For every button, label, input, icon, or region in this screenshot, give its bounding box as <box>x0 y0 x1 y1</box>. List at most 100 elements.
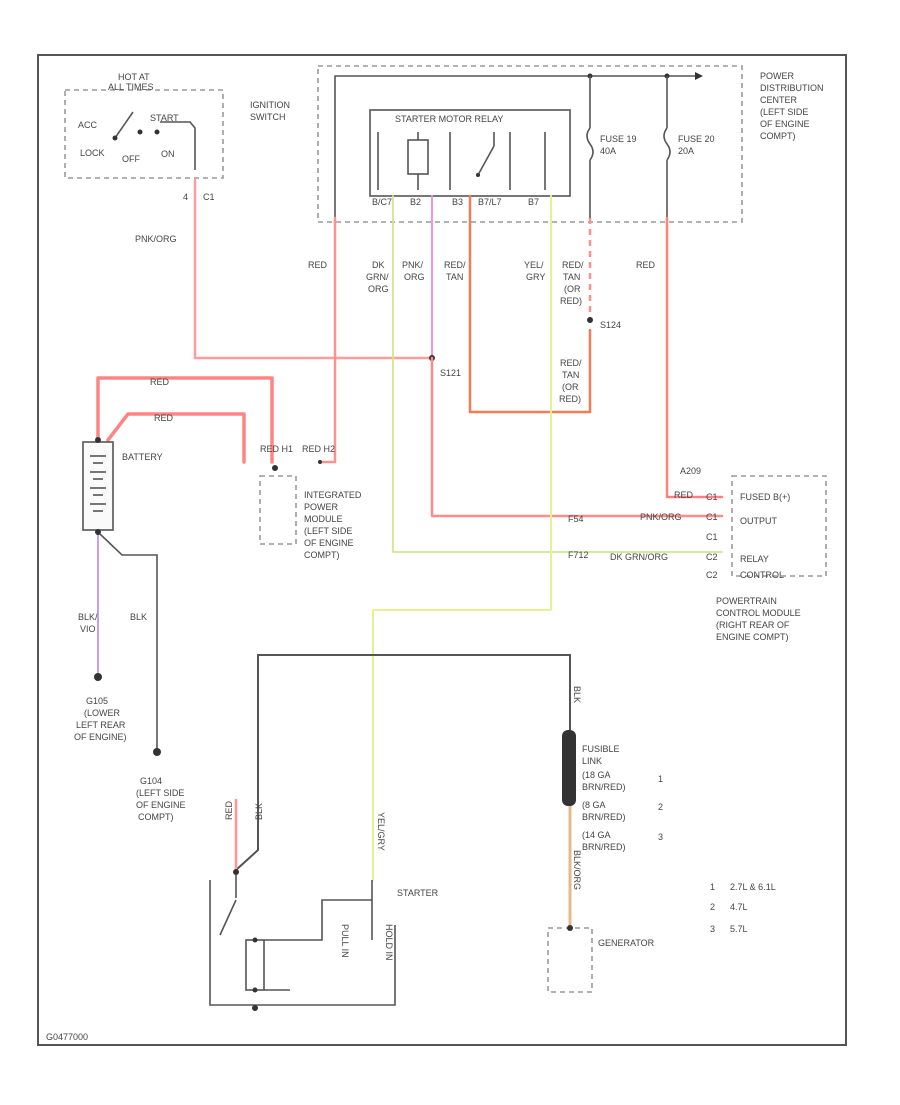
ipm-h1-label: RED H1 <box>260 444 293 454</box>
wire-battery-red-2 <box>106 412 246 464</box>
legend-num-2: 2 <box>710 902 715 912</box>
g105-label-2: (LOWER <box>84 708 121 718</box>
grounds: G105 (LOWER LEFT REAR OF ENGINE) G104 (L… <box>74 673 186 822</box>
pcm-title-2: CONTROL MODULE <box>716 608 801 618</box>
pcm-relay-label: RELAY <box>740 554 769 564</box>
wires: PNK/ORG RED DK GRN/ ORG PNK/ ORG S121 RE… <box>78 178 724 881</box>
fusible-title-3: (18 GA <box>582 770 611 780</box>
ignition-lock-label: LOCK <box>80 148 105 158</box>
starter-contact-arm <box>219 899 237 936</box>
relay-contact-arm <box>477 145 495 176</box>
pcm-output-label: OUTPUT <box>740 516 778 526</box>
g105-label-1: G105 <box>86 696 108 706</box>
wire-red-tan-loop <box>468 194 592 414</box>
wire-red-fuse20-to-pcm <box>665 216 724 499</box>
g104-label-1: G104 <box>140 776 162 786</box>
pdc-bus-bar <box>334 75 695 218</box>
relay-pin-1: B/C7 <box>372 197 392 207</box>
pdc-title-4: (LEFT SIDE <box>760 107 808 117</box>
wire-label-yelgry-2: GRY <box>526 272 545 282</box>
pcm-conn2-a: C2 <box>706 552 718 562</box>
figure-id: G0477000 <box>46 1032 88 1042</box>
ipm-title-2: POWER <box>304 502 339 512</box>
pcm-w2-label: F712 <box>568 550 589 560</box>
wire-label-starter-yelgry: YEL/GRY <box>376 812 386 851</box>
wire-label-red-fuse20: RED <box>636 260 656 270</box>
pcm-conn1-a: C1 <box>706 492 718 502</box>
ignition-off-label: OFF <box>122 154 140 164</box>
wire-dkgrn-org-relay-control <box>392 195 723 553</box>
wire-label-dkgrn-1: DK <box>372 260 385 270</box>
pcm-conn1-c: C1 <box>706 532 718 542</box>
wire-label-fusible-bottom: BLK/ORG <box>572 850 582 890</box>
wire-label-battery-red-2: RED <box>154 413 174 423</box>
ground-g105-icon <box>94 673 102 681</box>
legend-text-1: 2.7L & 6.1L <box>730 882 776 892</box>
pcm-control-label: CONTROL <box>740 570 784 580</box>
pdc-title-1: POWER <box>760 71 795 81</box>
wire-label-yelgry-1: YEL/ <box>524 260 544 270</box>
wire-label-redtanor2-3: (OR <box>562 382 579 392</box>
g104-label-4: COMPT) <box>138 812 174 822</box>
diagram-frame <box>37 54 847 1046</box>
fuse-20-label: FUSE 20 <box>678 134 715 144</box>
pcm-conn2-b: C2 <box>706 570 718 580</box>
wire-label-fusible-top: BLK <box>572 686 582 703</box>
pdc-title-3: CENTER <box>760 95 798 105</box>
pcm-conn1-b: C1 <box>706 512 718 522</box>
pcm-w1-label: F54 <box>568 514 584 524</box>
wire-label-battery-red-1: RED <box>150 377 170 387</box>
starter-relay-title: STARTER MOTOR RELAY <box>395 114 503 124</box>
wire-battery-red-1 <box>96 376 274 464</box>
wire-label-redtanor-4: RED) <box>560 296 582 306</box>
fusible-title-7: (14 GA <box>582 830 611 840</box>
ipm-title-3: MODULE <box>304 514 343 524</box>
relay-pin-5: B7 <box>528 197 539 207</box>
pcm-title-3: (RIGHT REAR OF <box>716 620 790 630</box>
pcm-fused-label: FUSED B(+) <box>740 492 790 502</box>
battery: BATTERY <box>82 437 163 535</box>
fuse-19-rating: 40A <box>600 146 616 156</box>
ipm-title-5: OF ENGINE <box>304 538 354 548</box>
ignition-all-times-label: ALL TIMES <box>108 82 154 92</box>
pcm-title-1: POWERTRAIN <box>716 596 777 606</box>
wire-label-dkgrn-3: ORG <box>368 284 389 294</box>
g104-label-3: OF ENGINE <box>136 800 186 810</box>
ipm-h2-label: RED H2 <box>302 444 335 454</box>
starter-title: STARTER <box>397 888 439 898</box>
starter-hold-in: HOLD IN <box>384 924 394 961</box>
ignition-switch: HOT AT ALL TIMES START ACC LOCK OFF ON I… <box>64 72 290 202</box>
legend-text-3: 5.7L <box>730 924 748 934</box>
pcm-pin-number: A209 <box>680 466 701 476</box>
ignition-acc-label: ACC <box>78 120 98 130</box>
splice-s121-label: S121 <box>440 368 461 378</box>
pcm-dkgrn-label: DK GRN/ORG <box>610 552 668 562</box>
generator <box>547 927 593 993</box>
wire-label-blk: BLK <box>130 612 147 622</box>
fusible-title-8: BRN/RED) <box>582 842 626 852</box>
starter: PULL IN HOLD IN STARTER <box>209 869 439 1011</box>
ipm-title-6: COMPT) <box>304 550 340 560</box>
pdc-title-5: OF ENGINE <box>760 119 810 129</box>
wire-label-redtanor2-1: RED/ <box>560 358 582 368</box>
fusible-mark-1: 1 <box>658 774 663 784</box>
generator-label: GENERATOR <box>598 938 655 948</box>
relay-pin-4: B7/L7 <box>478 197 502 207</box>
wire-label-starter-blk: BLK <box>254 803 264 820</box>
wire-label-redtanor-2: TAN <box>563 272 580 282</box>
wire-label-pnkorg-2: ORG <box>404 272 425 282</box>
starter-motor <box>245 939 265 991</box>
wire-blk-ground <box>99 533 158 750</box>
wire-label-starter-red: RED <box>224 800 234 820</box>
fusible-title-5: (8 GA <box>582 800 606 810</box>
ignition-switch-title-2: SWITCH <box>250 112 286 122</box>
power-distribution-center: POWER DISTRIBUTION CENTER (LEFT SIDE OF … <box>317 65 824 223</box>
wire-label-redtan-2: TAN <box>446 272 463 282</box>
splice-s124-dot <box>587 317 593 323</box>
fusible-title-6: BRN/RED) <box>582 812 626 822</box>
wire-label-pnkorg-1: PNK/ <box>402 260 424 270</box>
pdc-title-6: COMPT) <box>760 131 796 141</box>
integrated-power-module: RED H1 RED H2 INTEGRATED POWER MODULE (L… <box>259 444 362 560</box>
wire-starter-cable <box>235 654 571 871</box>
